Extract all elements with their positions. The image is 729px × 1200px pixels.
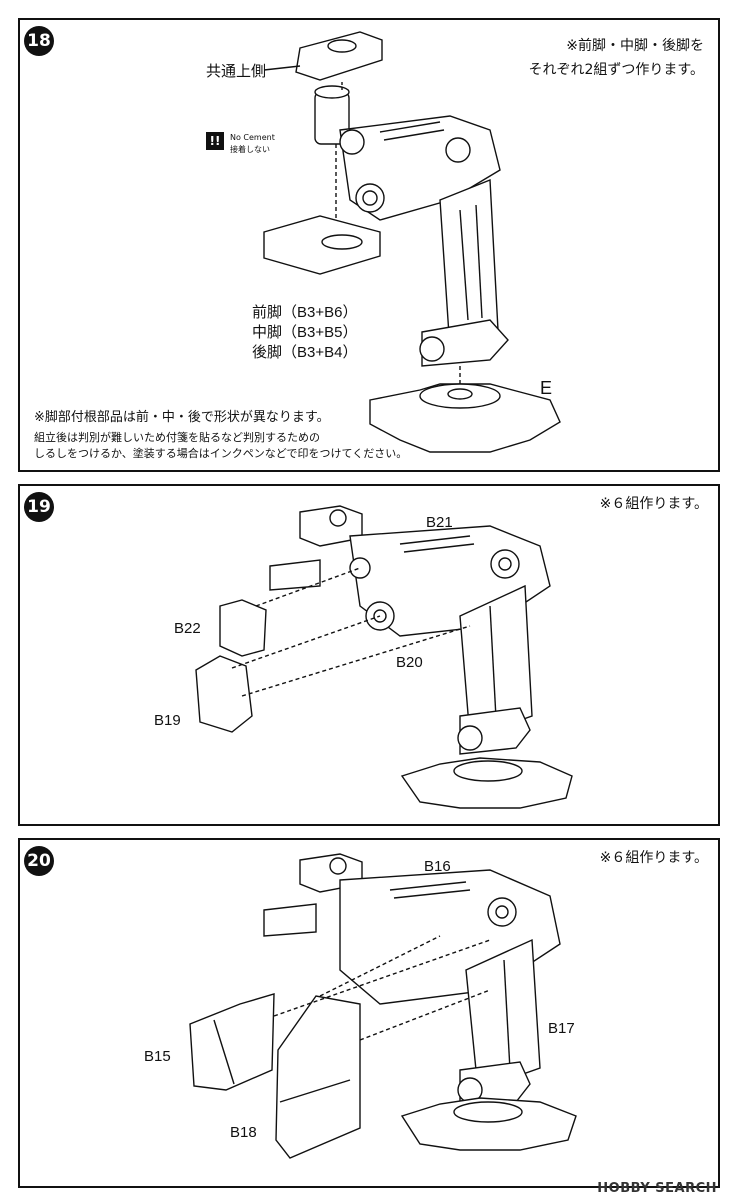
no-cement-jp-label: 接着しない [230, 145, 270, 154]
footnote-line-1: ※脚部付根部品は前・中・後で形状が異なります。 [34, 410, 330, 425]
part-label-b17: B17 [548, 1020, 575, 1037]
footnote-line-3: しるしをつけるか、塗装する場合はインクペンなどで印をつけてください。 [34, 447, 408, 460]
part-label-top: 共通上側 [206, 63, 267, 80]
leg-middle-label: 中脚（B3+B5） [252, 324, 358, 341]
step-18-panel: 18 ※前脚・中脚・後脚を それぞれ2組ずつ作ります。 共通上側 !! No C… [18, 18, 720, 472]
leg-front-label: 前脚（B3+B6） [252, 304, 358, 321]
part-label-b20: B20 [396, 654, 423, 671]
step-note-line-2: それぞれ2組ずつ作ります。 [528, 62, 704, 78]
step-number: 20 [24, 846, 54, 876]
part-label-b19: B19 [154, 712, 181, 729]
part-label-b18: B18 [230, 1124, 257, 1141]
step-18-illustration [20, 20, 722, 474]
leg-rear-label: 後脚（B3+B4） [252, 344, 358, 361]
warning-icon: !! [206, 132, 224, 150]
step-number: 19 [24, 492, 54, 522]
step-20-panel: 20 ※６組作ります。 B16 B17 B15 B18 [18, 838, 720, 1188]
step-19-illustration [20, 486, 722, 828]
step-note-line-1: ※前脚・中脚・後脚を [566, 38, 704, 54]
part-label-e: E [540, 378, 553, 398]
no-cement-label: No Cement [230, 133, 275, 142]
footnote-line-2: 組立後は判別が難しいため付箋を貼るなど判別するための [34, 431, 320, 444]
part-label-b21: B21 [426, 514, 453, 531]
step-19-panel: 19 ※６組作ります。 B21 B22 B20 B19 [18, 484, 720, 826]
step-note: ※６組作ります。 [599, 850, 708, 866]
hobby-search-watermark: HOBBY SEARCH [597, 1181, 717, 1196]
part-label-b22: B22 [174, 620, 201, 637]
step-note: ※６組作ります。 [599, 496, 708, 512]
step-20-illustration [20, 840, 722, 1190]
part-label-b15: B15 [144, 1048, 171, 1065]
step-number: 18 [24, 26, 54, 56]
part-label-b16: B16 [424, 858, 451, 875]
